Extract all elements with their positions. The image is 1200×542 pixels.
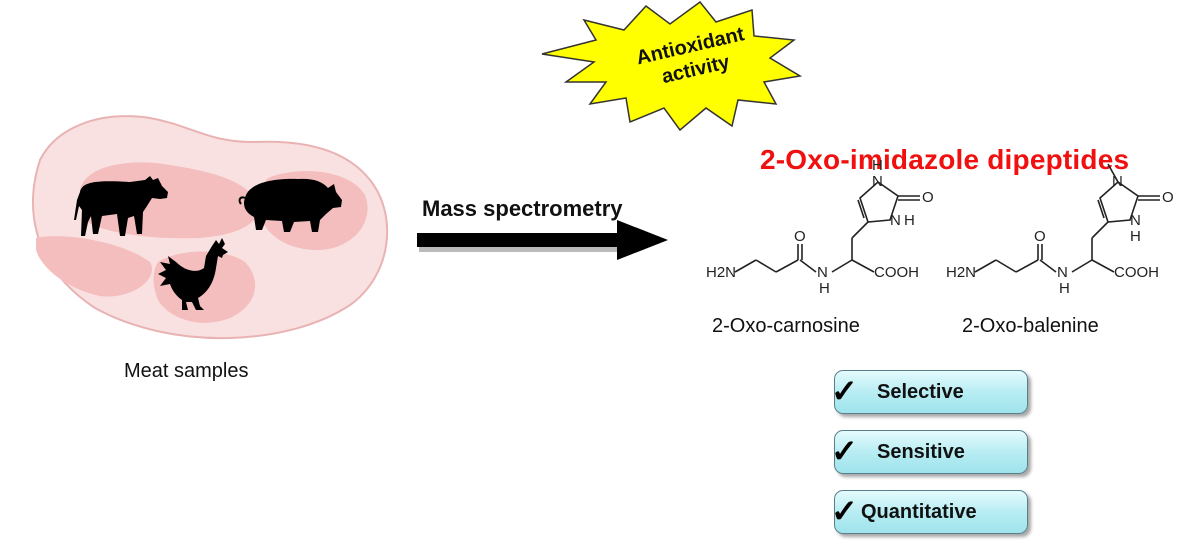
- amide-h-label: H: [819, 280, 830, 297]
- feature-label: Selective: [877, 381, 964, 403]
- ring-n-label-2: N: [1112, 173, 1123, 190]
- amide-n-label: N: [817, 264, 828, 281]
- feature-pill-selective: ✓ Selective: [831, 370, 1028, 414]
- amide-n-label-2: N: [1057, 264, 1068, 281]
- amine-label: H2N: [706, 264, 737, 281]
- feature-label: Sensitive: [877, 441, 965, 463]
- compound-name-1: 2-Oxo-carnosine: [712, 315, 860, 337]
- ring-n-label: N: [872, 173, 883, 190]
- checkmark-icon: ✓: [831, 373, 858, 409]
- ring-o-label-2: O: [1162, 189, 1174, 206]
- ring-n2-label: N: [890, 212, 901, 229]
- meat-fat-region-3: [36, 236, 152, 297]
- oxo-balenine-structure: [974, 163, 1160, 273]
- ring-h2-label: H: [904, 212, 915, 229]
- feature-pill-sensitive: ✓ Sensitive: [831, 430, 1028, 474]
- mass-spectrometry-label: Mass spectrometry: [422, 196, 623, 221]
- ring-h2-label-2: H: [1130, 228, 1141, 245]
- pig-silhouette-icon: [238, 178, 342, 232]
- feature-label: Quantitative: [861, 501, 977, 523]
- diagram-title: 2-Oxo-imidazole dipeptides: [760, 144, 1130, 175]
- starburst-shape: [541, 0, 803, 132]
- chicken-silhouette-icon: [158, 238, 228, 310]
- checkmark-icon: ✓: [831, 433, 858, 469]
- ring-o-label: O: [922, 189, 934, 206]
- acid-label: COOH: [874, 264, 919, 281]
- ring-h-label: H: [872, 157, 883, 174]
- compound-name-2: 2-Oxo-balenine: [962, 315, 1099, 337]
- carbonyl-o-label: O: [794, 228, 806, 245]
- ring-n2-label-2: N: [1130, 212, 1141, 229]
- checkmark-icon: ✓: [831, 493, 858, 529]
- amine-label-2: H2N: [946, 264, 977, 281]
- meat-samples-label: Meat samples: [124, 360, 249, 382]
- oxo-carnosine-structure: [734, 180, 920, 273]
- amide-h-label-2: H: [1059, 280, 1070, 297]
- carbonyl-o-label-2: O: [1034, 228, 1046, 245]
- feature-pill-quantitative: ✓ Quantitative: [831, 490, 1028, 534]
- acid-label-2: COOH: [1114, 264, 1159, 281]
- cow-silhouette-icon: [74, 176, 168, 236]
